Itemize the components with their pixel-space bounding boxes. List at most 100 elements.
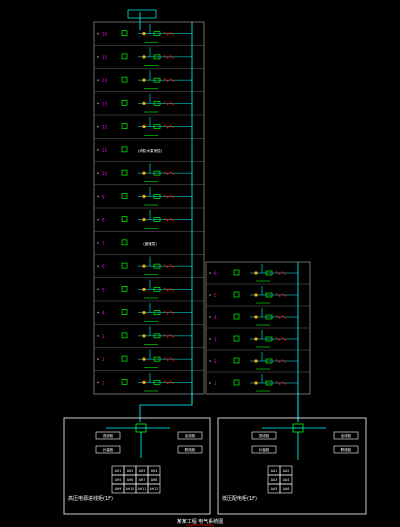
breaker-symbol [275, 315, 281, 319]
cabinet-box [251, 431, 277, 440]
transformer-symbol [142, 194, 146, 198]
floor-label: 14 [102, 78, 108, 83]
floor-label: 1 [214, 381, 217, 386]
distribution-box [153, 54, 161, 60]
meter-box [121, 262, 128, 269]
special-floor-note: (避难层) [143, 241, 157, 246]
transformer-symbol [142, 125, 146, 129]
meter-box [233, 313, 240, 320]
breaker-symbol [169, 334, 175, 338]
breaker-symbol [281, 359, 287, 363]
cabinet-grid-label: AH12 [150, 487, 159, 491]
cabinet-grid-label: AA2 [283, 469, 289, 473]
transformer-symbol [254, 315, 258, 319]
floor-marker [97, 358, 99, 360]
meter-box [233, 379, 240, 386]
floor-label: 6 [214, 271, 217, 276]
cabinet-grid-label: AH1 [115, 469, 122, 473]
transformer-symbol [254, 293, 258, 297]
breaker-symbol [169, 287, 175, 292]
breaker-symbol [281, 271, 287, 275]
breaker-symbol [163, 78, 169, 82]
distribution-box [153, 170, 161, 176]
cabinet-grid-label: AH11 [138, 487, 147, 491]
breaker-symbol [163, 171, 169, 175]
distribution-box [153, 31, 161, 36]
cabinet-label: 进线柜 [259, 433, 270, 438]
floor-label: 3 [102, 334, 105, 339]
cabinet-box [177, 431, 203, 440]
cabinet-grid-label: AH9 [115, 487, 122, 491]
meter-box [121, 309, 128, 315]
floor-marker [97, 218, 99, 221]
floor-marker [97, 381, 99, 384]
distribution-box [265, 336, 273, 342]
breaker-symbol [169, 78, 175, 82]
floor-marker [97, 265, 99, 267]
breaker-symbol [163, 264, 169, 268]
breaker-symbol [163, 194, 169, 199]
meter-box [121, 100, 128, 106]
drawing-title: 某某工程 电气系统图 [177, 518, 224, 525]
meter-box [121, 332, 128, 339]
transformer-symbol [142, 357, 146, 361]
special-floor-note: (消防水泵房层) [138, 148, 163, 153]
distribution-box [153, 263, 161, 269]
meter-box [121, 216, 128, 222]
transformer-symbol [142, 218, 146, 222]
transformer-symbol [142, 55, 146, 59]
cabinet-grid-label: AH7 [139, 478, 146, 482]
floor-label: 1 [102, 380, 105, 385]
floor-label: 15 [102, 55, 108, 60]
cabinet-grid-label: AA6 [283, 487, 289, 491]
floor-marker [97, 172, 99, 174]
transformer-symbol [254, 337, 258, 341]
breaker-symbol [163, 287, 169, 292]
floor-label: 11 [102, 148, 108, 153]
distribution-box [265, 292, 273, 298]
distribution-box [265, 358, 273, 364]
floor-marker [209, 382, 211, 384]
floor-marker [97, 102, 99, 105]
breaker-symbol [169, 55, 175, 59]
cabinet-grid-label: AH6 [127, 478, 134, 482]
floor-marker [97, 311, 99, 314]
cabinet-grid-label: AA1 [271, 469, 277, 473]
meter-box [121, 123, 128, 129]
floor-label: 9 [102, 194, 105, 199]
breaker-symbol [163, 101, 169, 106]
meter-box [233, 291, 240, 298]
transformer-symbol [142, 78, 146, 82]
floor-label: 7 [102, 241, 105, 246]
floor-label: 8 [102, 218, 105, 223]
cabinet-label: 计量柜 [103, 447, 114, 452]
breaker-symbol [169, 194, 175, 199]
cabinet-grid-label: AH2 [127, 469, 134, 473]
breaker-symbol [281, 293, 287, 297]
meter-box [121, 355, 128, 362]
breaker-symbol [275, 337, 281, 341]
breaker-symbol [169, 171, 175, 175]
floor-label: 12 [102, 125, 108, 130]
distribution-box [153, 194, 161, 199]
distribution-box [153, 124, 161, 129]
transformer-symbol [142, 380, 146, 384]
floor-label: 6 [102, 264, 105, 269]
floor-marker [97, 149, 99, 151]
floor-marker [97, 125, 99, 128]
cabinet-label: 进线柜 [103, 433, 114, 438]
cabinet-box [95, 431, 121, 440]
distribution-box [265, 314, 273, 320]
floor-label: 2 [214, 359, 217, 364]
cabinet-box [177, 445, 203, 454]
floor-label: 5 [214, 293, 217, 298]
meter-box [121, 169, 128, 176]
cabinet-label: 出线柜 [341, 433, 352, 438]
cabinet-grid-label: AH3 [139, 469, 146, 473]
